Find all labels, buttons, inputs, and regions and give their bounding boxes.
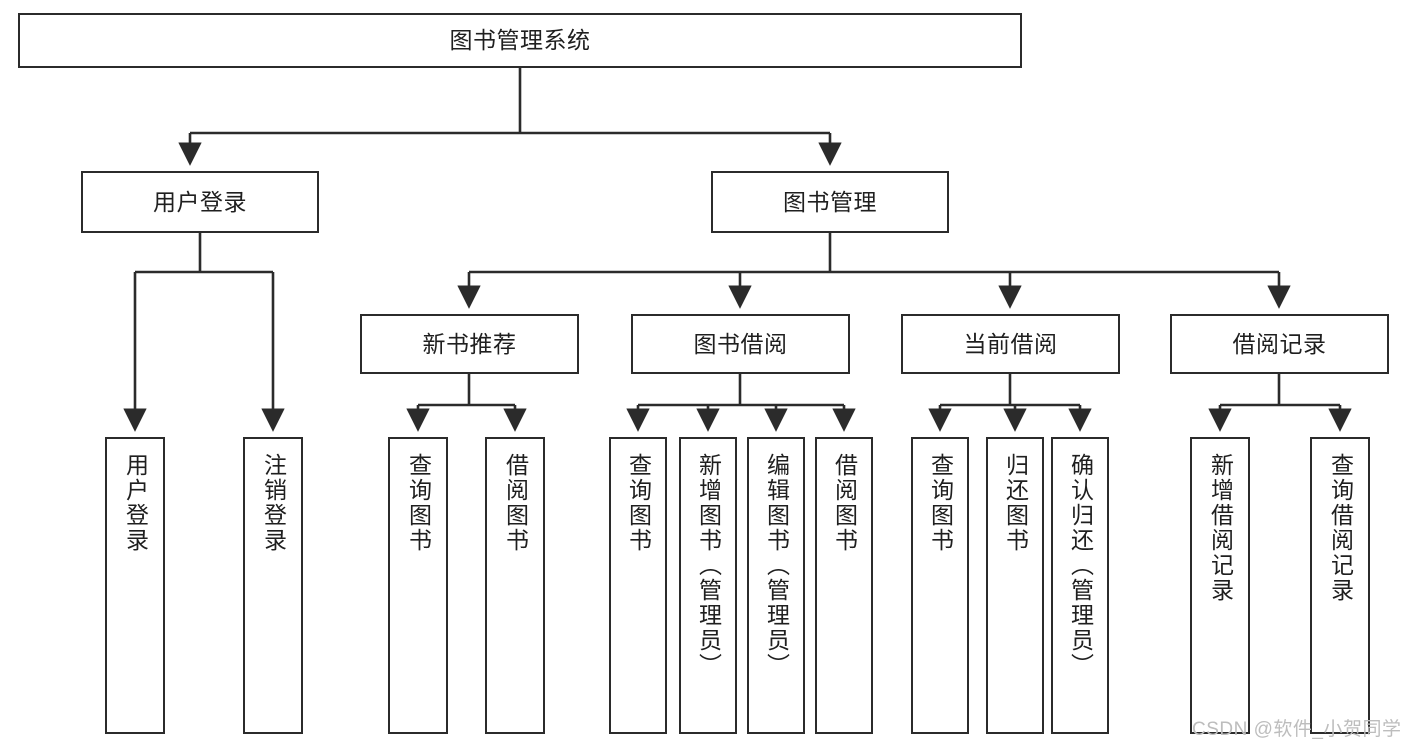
node-leaf[interactable]: 查询图书 <box>388 437 448 734</box>
node-book-management[interactable]: 图书管理 <box>711 171 949 233</box>
node-leaf-label: 归还图书 <box>1002 453 1029 553</box>
node-current-borrow-label: 当前借阅 <box>963 330 1058 357</box>
node-borrow-record[interactable]: 借阅记录 <box>1170 314 1389 374</box>
node-borrow-record-label: 借阅记录 <box>1232 330 1327 357</box>
node-leaf-label: 新增借阅记录 <box>1207 453 1234 603</box>
node-leaf[interactable]: 查询图书 <box>911 437 969 734</box>
node-leaf-label: 注销登录 <box>260 453 287 553</box>
node-book-borrow[interactable]: 图书借阅 <box>631 314 850 374</box>
node-leaf[interactable]: 查询借阅记录 <box>1310 437 1370 734</box>
node-leaf[interactable]: 借阅图书 <box>815 437 873 734</box>
node-leaf[interactable]: 借阅图书 <box>485 437 545 734</box>
node-book-borrow-label: 图书借阅 <box>693 330 788 357</box>
node-root-label: 图书管理系统 <box>449 27 591 54</box>
node-current-borrow[interactable]: 当前借阅 <box>901 314 1120 374</box>
node-leaf[interactable]: 新增借阅记录 <box>1190 437 1250 734</box>
node-leaf-label: 借阅图书 <box>831 453 858 553</box>
node-leaf[interactable]: 用户登录 <box>105 437 165 734</box>
node-leaf[interactable]: 归还图书 <box>986 437 1044 734</box>
node-user-login-label: 用户登录 <box>153 188 247 215</box>
node-leaf[interactable]: 确认归还（管理员） <box>1051 437 1109 734</box>
node-leaf-label: 查询图书 <box>625 453 652 553</box>
node-leaf[interactable]: 新增图书（管理员） <box>679 437 737 734</box>
node-leaf[interactable]: 编辑图书（管理员） <box>747 437 805 734</box>
node-leaf-label: 查询图书 <box>405 453 432 553</box>
node-book-management-label: 图书管理 <box>783 188 877 215</box>
node-leaf[interactable]: 注销登录 <box>243 437 303 734</box>
node-leaf-label: 借阅图书 <box>502 453 529 553</box>
node-user-login[interactable]: 用户登录 <box>81 171 319 233</box>
node-leaf-label: 编辑图书（管理员） <box>763 453 790 678</box>
node-leaf-label: 用户登录 <box>122 453 149 553</box>
node-leaf-label: 确认归还（管理员） <box>1067 453 1094 678</box>
node-new-book-recommend-label: 新书推荐 <box>422 330 517 357</box>
node-leaf-label: 新增图书（管理员） <box>695 453 722 678</box>
node-new-book-recommend[interactable]: 新书推荐 <box>360 314 579 374</box>
csdn-watermark: CSDN @软件_小贺同学 <box>1192 719 1402 740</box>
node-leaf-label: 查询图书 <box>927 453 954 553</box>
node-root-system[interactable]: 图书管理系统 <box>18 13 1022 68</box>
node-leaf[interactable]: 查询图书 <box>609 437 667 734</box>
node-leaf-label: 查询借阅记录 <box>1327 453 1354 603</box>
